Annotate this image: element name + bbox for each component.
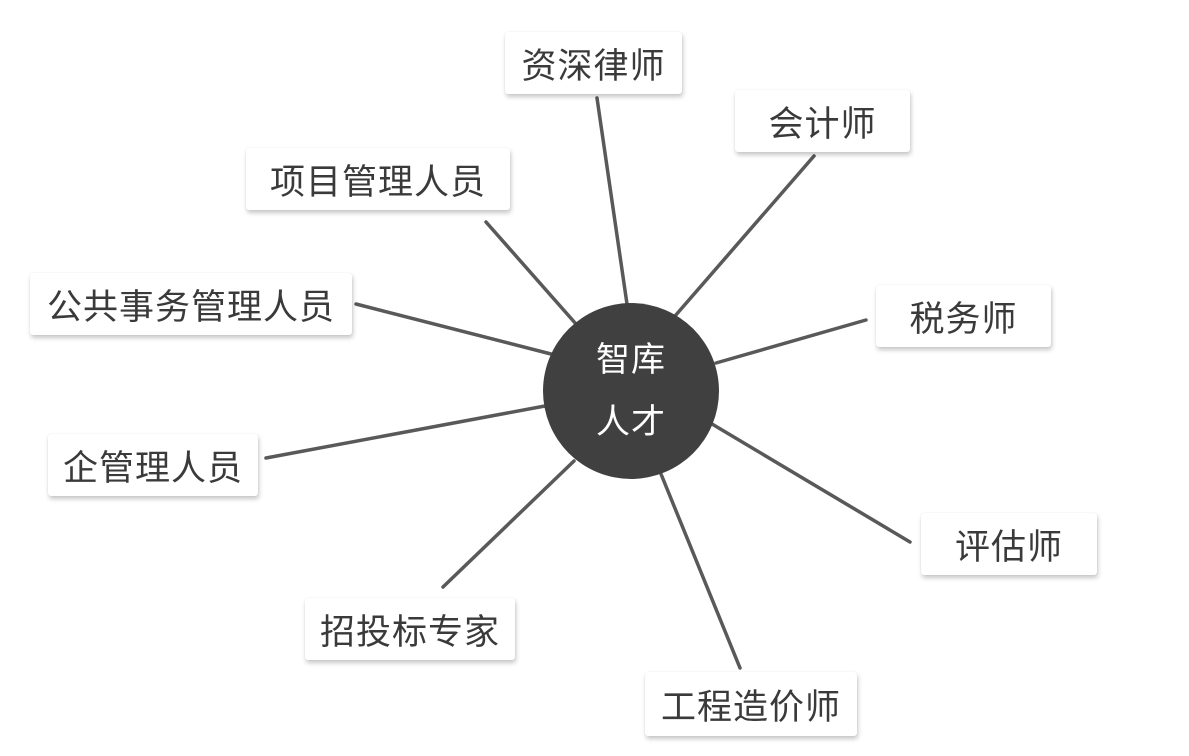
connector-appraiser bbox=[710, 422, 912, 544]
connector-tax-advisor bbox=[714, 318, 868, 365]
node-enterprise-manager: 企管理人员 bbox=[48, 434, 258, 496]
hub-label-line-2: 人才 bbox=[596, 402, 666, 442]
node-cost-engineer: 工程造价师 bbox=[645, 672, 857, 736]
connector-senior-lawyer bbox=[595, 96, 629, 306]
connector-bidding-expert bbox=[441, 459, 576, 589]
connector-public-affairs-manager bbox=[354, 302, 553, 356]
node-accountant: 会计师 bbox=[735, 90, 910, 152]
hub-circle bbox=[543, 303, 719, 479]
hub-label-line-1: 智库 bbox=[596, 340, 666, 380]
connector-enterprise-manager bbox=[264, 404, 547, 460]
connector-project-manager bbox=[484, 220, 578, 326]
node-bidding-expert: 招投标专家 bbox=[305, 598, 515, 660]
node-project-manager: 项目管理人员 bbox=[246, 148, 510, 210]
connector-cost-engineer bbox=[659, 472, 742, 670]
node-tax-advisor: 税务师 bbox=[876, 285, 1051, 347]
hub-label: 智库 人才 bbox=[543, 303, 719, 479]
connector-accountant bbox=[673, 154, 816, 318]
node-public-affairs-manager: 公共事务管理人员 bbox=[30, 273, 352, 335]
node-appraiser: 评估师 bbox=[921, 513, 1097, 575]
node-senior-lawyer: 资深律师 bbox=[505, 32, 682, 94]
